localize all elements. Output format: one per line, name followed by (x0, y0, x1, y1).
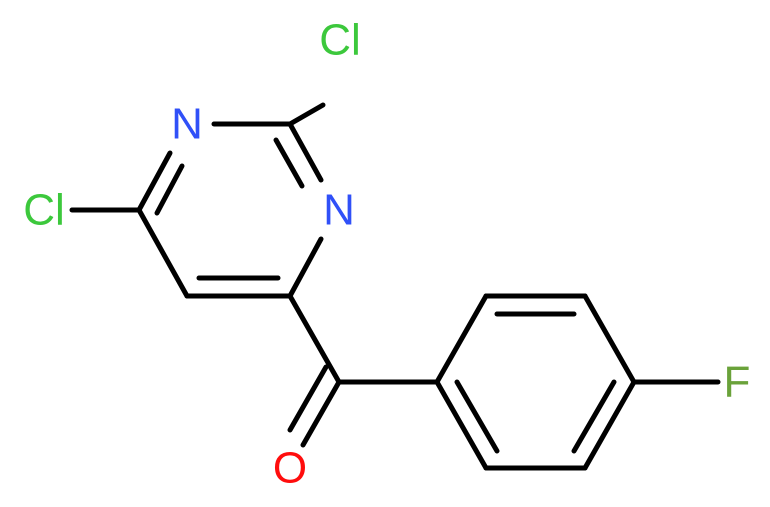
bond-ar6-ar1-inner (454, 379, 500, 454)
nitrogen-right-label: N (323, 186, 355, 235)
bonds (69, 102, 721, 471)
bond-ar4-ar5-inner (571, 379, 617, 454)
bond-c2-cl-top (287, 102, 326, 127)
bond-ar6-ar1-outer (434, 379, 489, 471)
bond-c4-carbonyl (287, 293, 342, 385)
bond-c2-n3-inner (273, 137, 305, 189)
bond-n3-c4 (287, 236, 324, 299)
bond-ar1-ar2 (434, 293, 489, 385)
bond-ar3-ar4 (582, 293, 637, 385)
bond-carbonyl-o-inner (287, 364, 329, 433)
bond-c6-n1-outer (136, 150, 173, 213)
bond-c6-n1-inner (154, 163, 185, 216)
oxygen-label: O (273, 444, 307, 493)
chlorine-left-label: Cl (23, 186, 65, 235)
chlorine-top-label: Cl (319, 16, 361, 65)
fluorine-label: F (724, 358, 751, 407)
bond-c5-c6 (136, 207, 190, 299)
bond-c2-n3-outer (287, 121, 324, 183)
bond-carbonyl-o-outer (300, 379, 342, 448)
atom-labels: Cl Cl N N O F (23, 16, 750, 493)
bond-ar4-ar5-outer (582, 379, 637, 471)
nitrogen-left-label: N (171, 100, 203, 149)
